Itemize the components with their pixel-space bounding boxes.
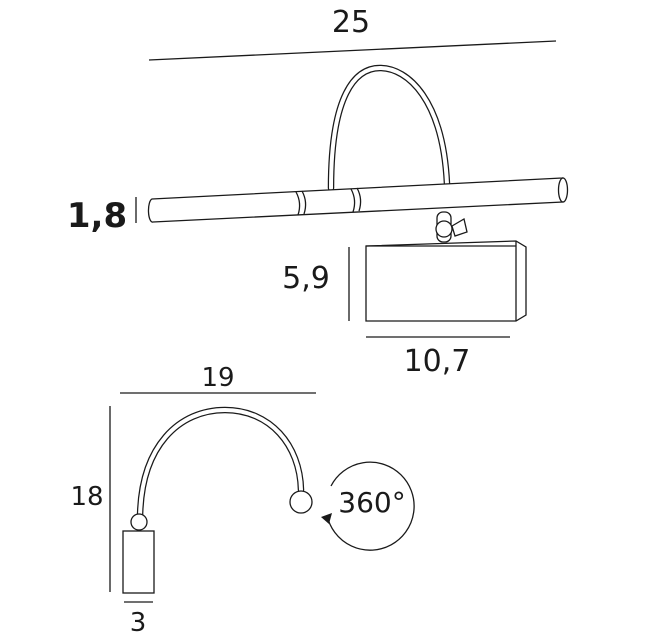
side-reach-label: 19 bbox=[201, 363, 234, 393]
rotate-arrow-icon bbox=[321, 461, 415, 551]
side-height-label: 18 bbox=[70, 482, 103, 512]
rotation-label: 360° bbox=[338, 486, 405, 519]
side-view: 19 18 3 360° bbox=[70, 363, 415, 638]
light-bar bbox=[147, 177, 569, 223]
head-width-label: 10,7 bbox=[404, 344, 471, 379]
lamp-head bbox=[365, 240, 527, 322]
side-lamp-head bbox=[289, 490, 313, 514]
front-arm-arch bbox=[327, 64, 451, 192]
head-height-label: 5,9 bbox=[282, 261, 330, 296]
overall-width-label: 25 bbox=[332, 5, 370, 40]
side-arm-arc bbox=[136, 406, 305, 524]
side-base bbox=[122, 513, 155, 594]
overall-width-dim-line bbox=[148, 40, 557, 61]
base-width-label: 3 bbox=[130, 608, 147, 638]
swivel-joint bbox=[435, 211, 468, 243]
front-view: 25 1,8 bbox=[67, 5, 569, 379]
bar-diameter-label: 1,8 bbox=[67, 196, 127, 236]
